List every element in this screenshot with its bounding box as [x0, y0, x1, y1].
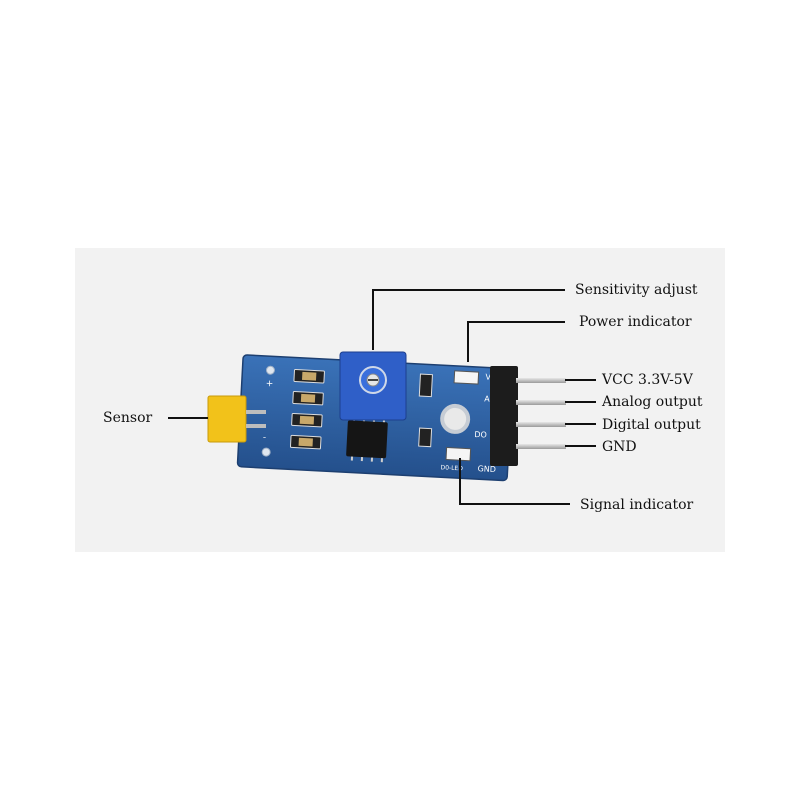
smd-capacitor [418, 373, 433, 398]
silk-plus: + [265, 379, 273, 389]
label-power-indicator: Power indicator [579, 314, 692, 330]
callout-power [467, 321, 565, 362]
silk-gnd: GND [477, 464, 496, 474]
mounting-hole-bottom [261, 447, 271, 457]
label-sensor: Sensor [103, 410, 153, 426]
signal-led [445, 447, 472, 462]
mounting-hole-large [440, 403, 471, 434]
label-signal-indicator: Signal indicator [580, 497, 694, 513]
silk-minus: - [263, 433, 267, 443]
potentiometer [339, 351, 407, 421]
callout-lines [168, 289, 596, 505]
callout-sensitivity [372, 289, 565, 350]
comparator-chip [346, 416, 388, 463]
label-vcc: VCC 3.3V-5V [602, 372, 693, 388]
label-analog-output: Analog output [602, 394, 703, 410]
silk-do: DO [474, 430, 487, 440]
power-led [453, 370, 480, 385]
header-pins [490, 366, 566, 466]
label-sensitivity-adjust: Sensitivity adjust [575, 282, 698, 298]
sensor-element [207, 395, 266, 443]
label-gnd: GND [602, 439, 637, 455]
label-digital-output: Digital output [602, 417, 701, 433]
callout-signal [459, 458, 570, 505]
silk-d0-led: D0-LED [440, 464, 463, 472]
mounting-hole-top [265, 365, 275, 375]
